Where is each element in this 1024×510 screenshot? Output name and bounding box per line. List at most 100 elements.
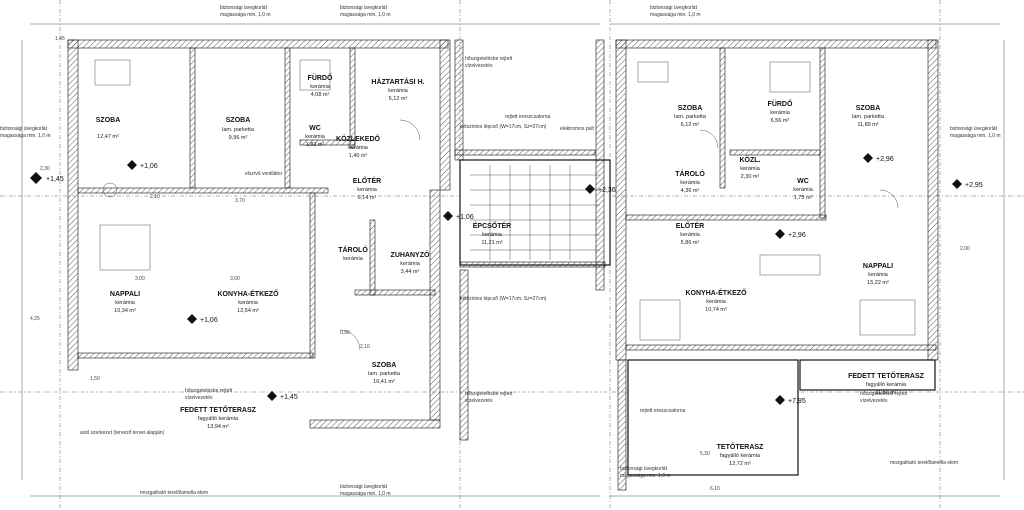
note: hőszigetelésbe rejtett bbox=[465, 56, 513, 62]
room-label-eloter-2: ELŐTÉR kerámia 5,86 m² bbox=[676, 221, 704, 246]
room-area: 2,30 m² bbox=[741, 174, 760, 180]
svg-text:+7,95: +7,95 bbox=[788, 398, 806, 405]
note: vízelvezetés bbox=[185, 395, 213, 401]
note: magassága min. 1,0 m bbox=[620, 473, 671, 479]
room-label-kozlekedo: KÖZLEKEDŐ kerámia 1,40 m² bbox=[336, 134, 381, 159]
room-label-tarolo-1: TÁROLÓ kerámia bbox=[338, 245, 368, 262]
note: biztonsági üvegkorlát bbox=[0, 126, 48, 132]
room-label-kozl-2: KÖZL. kerámia 2,30 m² bbox=[740, 155, 761, 180]
note: rejtett ereszcsatorna bbox=[640, 408, 686, 414]
room-area: 4,36 m² bbox=[681, 188, 700, 194]
room-name: FEDETT TETŐTERASZ bbox=[848, 371, 925, 380]
room-name: KONYHA-ÉTKEZŐ bbox=[217, 289, 279, 298]
note: kétszintes lépcső (W=17cm, Sz=27cm) bbox=[460, 124, 547, 130]
room-label-szoba-2: SZOBA lam. parketta 9,96 m² bbox=[222, 117, 255, 141]
room-floor: fagyálló kerámia bbox=[198, 416, 239, 422]
room-name: NAPPALI bbox=[863, 263, 893, 270]
walls-right-unit bbox=[615, 39, 939, 491]
room-name: TETŐTERASZ bbox=[717, 442, 764, 451]
note: vízelvezetés bbox=[465, 398, 493, 404]
level-marker: +2,96 bbox=[775, 229, 806, 239]
note: mozgatható terelőlamella elem bbox=[140, 490, 208, 496]
room-name: HÁZTARTÁSI H. bbox=[371, 77, 424, 86]
room-name: FÜRDŐ bbox=[308, 73, 333, 82]
room-area: 11,89 m² bbox=[857, 122, 878, 128]
room-name: FEDETT TETŐTERASZ bbox=[180, 405, 257, 414]
note: hőszigetelésbe rejtett bbox=[860, 391, 908, 397]
room-floor: kerámia bbox=[680, 232, 701, 238]
room-area: 13,94 m² bbox=[207, 424, 229, 430]
note: biztonsági üvegkorlát bbox=[620, 466, 668, 472]
note: hőszigetelésbe rejtett bbox=[185, 388, 233, 394]
level-marker: +1,45 bbox=[267, 391, 298, 401]
svg-text:6,10: 6,10 bbox=[710, 486, 720, 492]
note: biztonsági üvegkorlát bbox=[950, 126, 998, 132]
room-name: KÖZL. bbox=[740, 155, 761, 164]
svg-text:+1,06: +1,06 bbox=[140, 163, 158, 170]
room-floor: kerámia bbox=[388, 88, 409, 94]
room-label-haztartasi: HÁZTARTÁSI H. kerámia 5,12 m² bbox=[371, 77, 424, 102]
room-label-szoba-5: SZOBA lam. parketta 11,89 m² bbox=[852, 105, 885, 128]
room-area: 5,86 m² bbox=[681, 240, 700, 246]
room-name: WC bbox=[797, 178, 809, 185]
svg-text:+1,45: +1,45 bbox=[46, 176, 64, 183]
room-floor: fagyálló kerámia bbox=[866, 382, 907, 388]
room-label-szoba-4: SZOBA lam. parketta 6,12 m² bbox=[674, 105, 707, 128]
room-area: 11,21 m² bbox=[481, 240, 502, 246]
room-floor: kerámia bbox=[348, 145, 369, 151]
room-area: 1,75 m² bbox=[794, 195, 813, 201]
room-area: 16,41 m² bbox=[373, 379, 395, 385]
room-name: ELŐTÉR bbox=[353, 176, 381, 185]
room-area: 6,14 m² bbox=[358, 195, 377, 201]
svg-text:+2,95: +2,95 bbox=[965, 182, 983, 189]
room-area: 9,96 m² bbox=[229, 135, 248, 141]
room-name: TÁROLÓ bbox=[675, 169, 705, 178]
note: magassága min. 1,0 m bbox=[340, 491, 391, 497]
room-area: 1,40 m² bbox=[349, 153, 368, 159]
note: elszívó ventilátor bbox=[245, 171, 283, 177]
room-area: 10,34 m² bbox=[114, 308, 136, 314]
room-label-eloter-1: ELŐTÉR kerámia 6,14 m² bbox=[353, 176, 381, 201]
svg-text:4,25: 4,25 bbox=[30, 316, 40, 322]
room-floor: kerámia bbox=[868, 272, 889, 278]
note: biztonsági üvegkorlát bbox=[340, 484, 388, 490]
room-area: 11,56 m² bbox=[875, 390, 896, 396]
room-floor: kerámia bbox=[238, 300, 259, 306]
svg-text:0,90: 0,90 bbox=[340, 330, 350, 336]
note: kétszintes lépcső (W=17cm, Sz=27cm) bbox=[460, 296, 547, 302]
room-label-konyha-1: KONYHA-ÉTKEZŐ kerámia 12,54 m² bbox=[217, 289, 279, 314]
room-floor: kerámia bbox=[343, 256, 364, 262]
note: vízelvezetés bbox=[465, 63, 493, 69]
svg-text:2,30: 2,30 bbox=[40, 166, 50, 172]
svg-text:3,00: 3,00 bbox=[230, 276, 240, 282]
room-label-furdo-2: FÜRDŐ kerámia 6,56 m² bbox=[768, 99, 793, 124]
walls-left-unit bbox=[67, 39, 451, 429]
room-label-zuhanyzo: ZUHANYZÓ kerámia 3,44 m² bbox=[391, 250, 430, 275]
svg-text:5,30: 5,30 bbox=[700, 451, 710, 457]
room-area: 3,44 m² bbox=[401, 269, 420, 275]
note: magassága min. 1,0 m bbox=[950, 133, 1001, 139]
room-label-tarolo-2: TÁROLÓ kerámia 4,36 m² bbox=[675, 169, 705, 194]
room-label-konyha-2: KONYHA-ÉTKEZŐ kerámia 10,74 m² bbox=[685, 288, 747, 313]
room-floor: kerámia bbox=[770, 110, 791, 116]
room-floor: kerámia bbox=[310, 84, 331, 90]
note: acél szerkezet (tervező tervei alapján) bbox=[80, 430, 165, 436]
svg-text:2,10: 2,10 bbox=[360, 344, 370, 350]
level-marker: +2,36 bbox=[585, 184, 616, 194]
room-floor: kerámia bbox=[305, 134, 326, 140]
svg-text:2,00: 2,00 bbox=[960, 246, 970, 252]
room-name: ELŐTÉR bbox=[676, 221, 704, 230]
annotations: biztonsági üvegkorlát magassága min. 1,0… bbox=[0, 5, 1001, 497]
room-name: WC bbox=[309, 125, 321, 132]
note: biztonsági üvegkorlát bbox=[340, 5, 388, 11]
room-area: 10,74 m² bbox=[705, 307, 727, 313]
room-floor: kerámia bbox=[357, 187, 378, 193]
room-name: TÁROLÓ bbox=[338, 245, 368, 254]
fixtures bbox=[94, 59, 916, 351]
dimension-values: 3,00 2,30 3,00 1,45 3,70 2,10 0,90 5,30 … bbox=[30, 36, 970, 492]
note: biztonsági üvegkorlát bbox=[650, 5, 698, 11]
staircase bbox=[454, 39, 611, 441]
svg-text:1,45: 1,45 bbox=[55, 36, 65, 42]
room-floor: lam. parketta bbox=[368, 371, 401, 377]
